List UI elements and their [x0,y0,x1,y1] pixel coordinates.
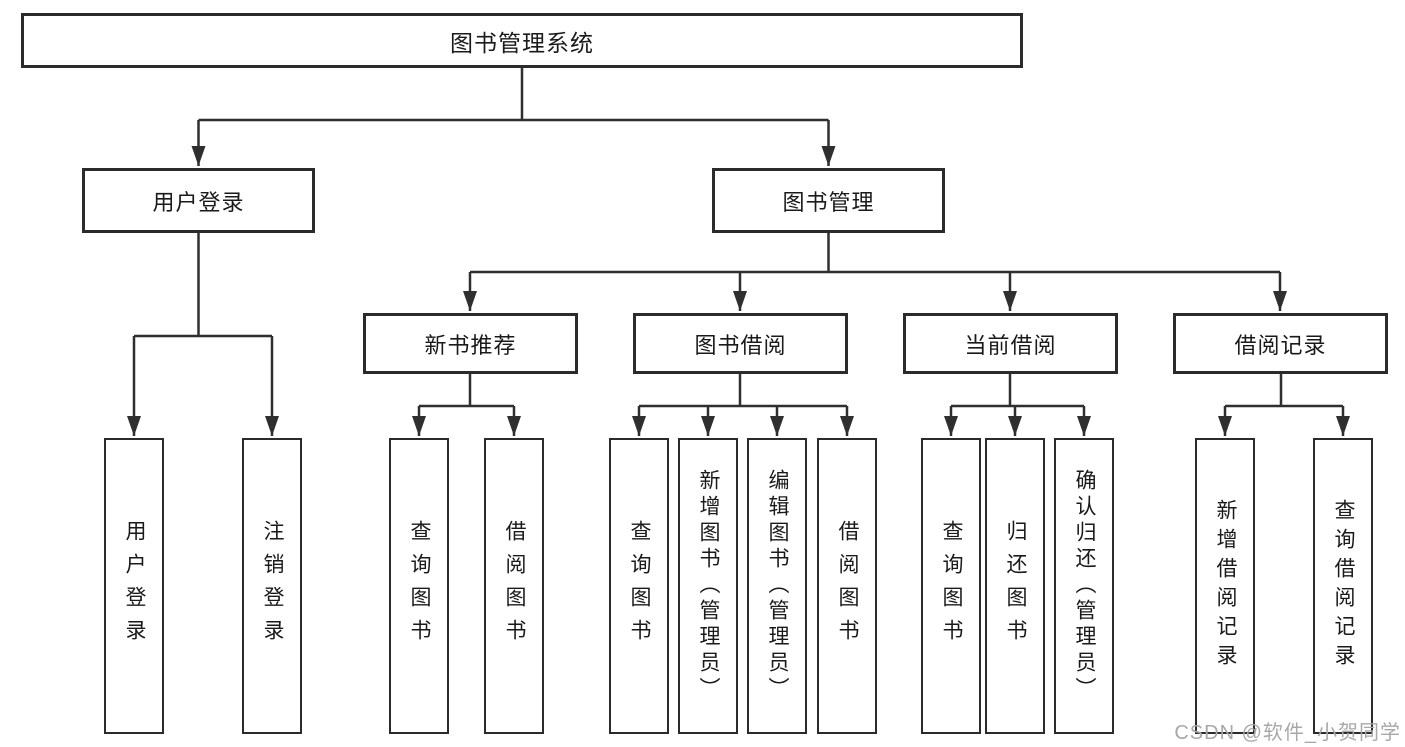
node-label: 图书管理 [782,189,875,215]
node-leaf-user-login: 用户登录 [104,438,164,734]
node-leaf-confirm-return-admin: 确认归还（管理员） [1054,438,1114,734]
csdn-watermark: CSDN @软件_小贺同学 [1174,722,1401,744]
node-label: 归还图书 [1004,520,1027,652]
node-leaf-edit-books-admin: 编辑图书（管理员） [747,438,807,734]
node-leaf-query-books: 查询图书 [921,438,981,734]
node-leaf-return-books: 归还图书 [985,438,1045,734]
node-label: 查询图书 [408,520,431,652]
node-label: 用户登录 [152,189,245,215]
node-label: 当前借阅 [964,332,1057,358]
node-leaf-query-borrow-record: 查询借阅记录 [1313,438,1373,734]
node-borrowing-records: 借阅记录 [1173,313,1388,374]
node-label: 图书借阅 [694,332,787,358]
node-label: 确认归还（管理员） [1073,469,1096,703]
node-leaf-logout: 注销登录 [242,438,302,734]
node-label: 查询图书 [628,520,651,652]
node-book-borrowing: 图书借阅 [633,313,848,374]
node-label: 新增图书（管理员） [697,469,720,703]
node-user-login: 用户登录 [82,168,315,233]
node-label: 图书管理系统 [450,29,594,56]
node-leaf-query-books: 查询图书 [609,438,669,734]
node-label: 新书推荐 [424,332,517,358]
node-label: 注销登录 [261,520,284,652]
node-current-borrowing: 当前借阅 [903,313,1118,374]
node-label: 查询借阅记录 [1332,499,1355,673]
node-label: 新增借阅记录 [1214,499,1237,673]
node-new-book-recommend: 新书推荐 [363,313,578,374]
node-label: 借阅图书 [836,520,859,652]
node-leaf-query-books: 查询图书 [389,438,449,734]
node-book-management: 图书管理 [712,168,945,233]
node-label: 查询图书 [940,520,963,652]
node-leaf-add-books-admin: 新增图书（管理员） [678,438,738,734]
node-label: 借阅图书 [503,520,526,652]
node-leaf-borrow-books: 借阅图书 [817,438,877,734]
node-label: 编辑图书（管理员） [766,469,789,703]
node-label: 用户登录 [123,520,146,652]
node-label: 借阅记录 [1234,332,1327,358]
node-library-management-system: 图书管理系统 [21,13,1023,68]
node-leaf-borrow-books: 借阅图书 [484,438,544,734]
node-leaf-add-borrow-record: 新增借阅记录 [1195,438,1255,734]
